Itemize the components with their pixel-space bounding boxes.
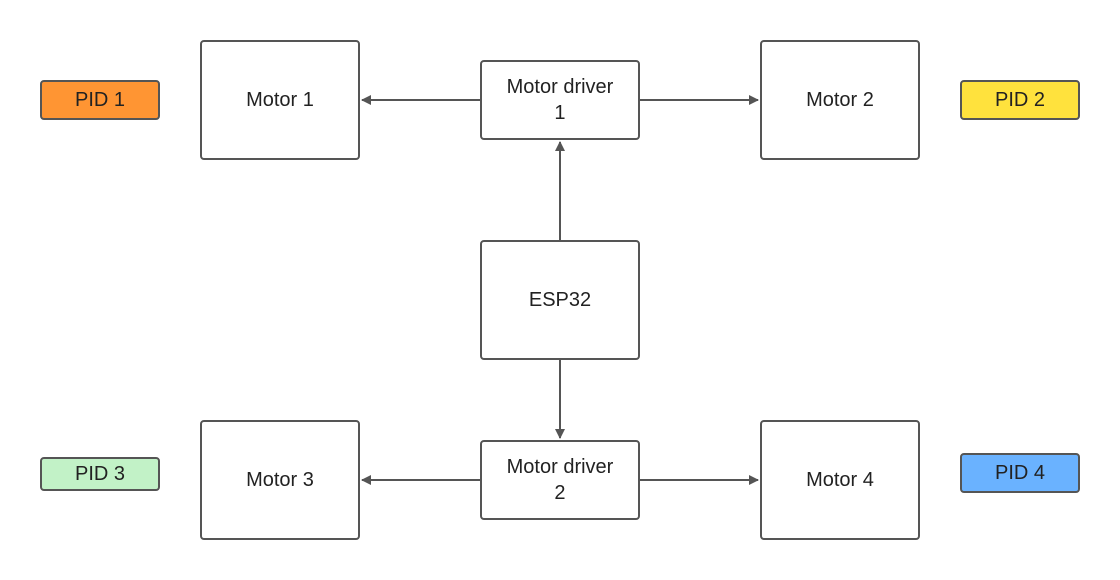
motor-2-label: Motor 2 bbox=[806, 89, 874, 111]
pid-2-label: PID 2 bbox=[994, 88, 1046, 111]
motor-1-box: Motor 1 bbox=[200, 40, 360, 160]
motor-1-label: Motor 1 bbox=[246, 89, 314, 111]
motor-4-box: Motor 4 bbox=[760, 420, 920, 540]
motor-2-box: Motor 2 bbox=[760, 40, 920, 160]
pid-4-label: PID 4 bbox=[994, 461, 1046, 484]
pid-1-badge: PID 1 bbox=[40, 80, 160, 120]
motor-driver-1-box: Motor driver 1 bbox=[480, 60, 640, 140]
motor-driver-2-box: Motor driver 2 bbox=[480, 440, 640, 520]
pid-2-badge: PID 2 bbox=[960, 80, 1080, 120]
esp32-box: ESP32 bbox=[480, 240, 640, 360]
pid-1-label: PID 1 bbox=[74, 88, 126, 111]
motor-4-label: Motor 4 bbox=[806, 469, 874, 491]
motor-driver-2-label: Motor driver 2 bbox=[506, 456, 614, 504]
pid-3-badge: PID 3 bbox=[40, 457, 160, 491]
motor-3-box: Motor 3 bbox=[200, 420, 360, 540]
esp32-label: ESP32 bbox=[528, 289, 592, 311]
motor-3-label: Motor 3 bbox=[246, 469, 314, 491]
pid-4-badge: PID 4 bbox=[960, 453, 1080, 493]
pid-3-label: PID 3 bbox=[74, 462, 126, 485]
motor-driver-1-label: Motor driver 1 bbox=[506, 76, 614, 124]
